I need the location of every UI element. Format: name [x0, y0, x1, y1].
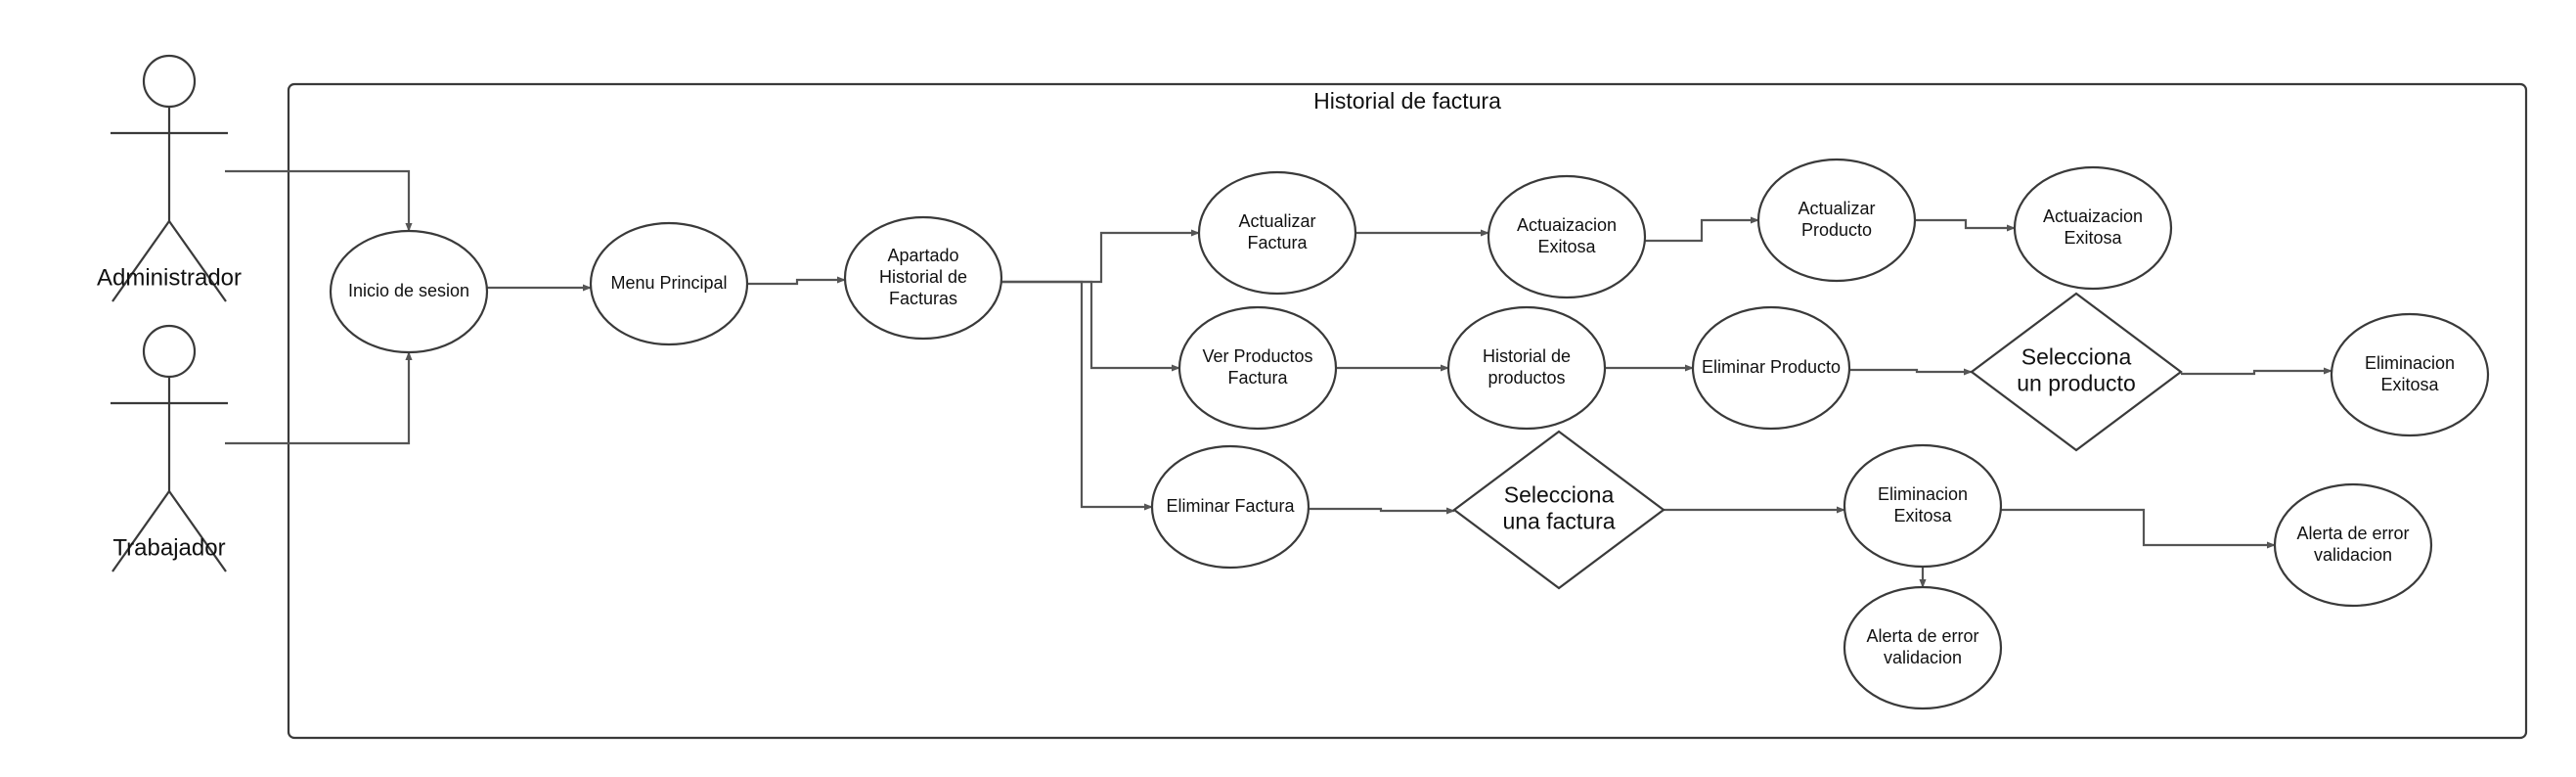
actor-right-leg — [168, 220, 227, 302]
node-label-line: Alerta de error — [2296, 524, 2409, 543]
use-case-shape — [1446, 305, 1607, 431]
node-label-line: Inicio de sesion — [348, 281, 469, 300]
node-label-line: productos — [1488, 368, 1565, 388]
node-label-line: Actualizar — [1798, 199, 1875, 218]
node-label-line: Actuaizacion — [1517, 215, 1617, 235]
edge-admin-to-inicio — [225, 169, 413, 232]
node-label-line: Exitosa — [2064, 228, 2122, 248]
edge-worker-to-inicio — [225, 351, 413, 445]
edges-layer — [225, 169, 2332, 588]
node-label-line: Alerta de error — [1866, 626, 1978, 646]
nodes-layer: Inicio de sesion Menu Principal ApartadoHi… — [329, 158, 2490, 710]
use-case-shape — [2330, 312, 2490, 437]
use-case-shape — [1177, 305, 1338, 431]
actor-label: Trabajador — [112, 534, 225, 561]
node-label-line: Eliminacion — [1878, 484, 1968, 504]
use-case-elimFactura[interactable]: Eliminar Factura — [1150, 444, 1310, 570]
node-label-line: Historial de — [879, 267, 967, 287]
edge-elimFactura-to-selFactura — [1309, 507, 1455, 515]
node-label-line: Selecciona — [2021, 344, 2132, 370]
node-label-line: un producto — [2017, 371, 2135, 396]
edge-apartado-to-verProductos — [1001, 280, 1180, 372]
node-label-line: Factura — [1247, 233, 1308, 252]
use-case-menu[interactable]: Menu Principal — [589, 221, 749, 346]
edge-elimExitosa2-to-alerta2 — [2001, 508, 2276, 549]
use-case-shape — [1691, 305, 1851, 431]
actor-worker: Trabajador — [111, 324, 228, 572]
use-case-shape — [1756, 158, 1917, 283]
use-case-alerta2[interactable]: Alerta de error validacion — [2273, 482, 2433, 608]
node-label-line: Menu Principal — [610, 273, 727, 293]
node-label-line: Eliminacion — [2365, 353, 2455, 373]
node-label-line: Eliminar Producto — [1702, 357, 1841, 377]
decision-shape — [1970, 292, 2183, 452]
use-case-shape — [1487, 174, 1647, 299]
edge-actExitosa1-to-actProducto — [1645, 216, 1759, 243]
node-label-line: Facturas — [889, 289, 957, 308]
node-label-line: validacion — [1884, 648, 1962, 667]
use-case-inicio[interactable]: Inicio de sesion — [329, 229, 489, 354]
node-label-line: Exitosa — [2380, 375, 2439, 394]
edge-elimProducto-to-selProducto — [1849, 368, 1973, 376]
edge-apartado-to-actFactura — [1001, 229, 1200, 284]
system-title: Historial de factura — [1313, 88, 1501, 114]
actor-left-leg — [111, 490, 170, 572]
actor-head — [142, 324, 197, 379]
use-case-shape — [589, 221, 749, 346]
edge-selProducto-to-elimExitosa1 — [2181, 367, 2332, 376]
node-label-line: Actualizar — [1238, 211, 1315, 231]
actor-label: Administrador — [97, 264, 242, 291]
use-case-elimProducto[interactable]: Eliminar Producto — [1691, 305, 1851, 431]
use-case-alerta1[interactable]: Alerta de error validacion — [1843, 585, 2003, 710]
use-case-shape — [1197, 170, 1357, 296]
node-label-line: Producto — [1801, 220, 1872, 240]
use-case-shape — [2013, 165, 2173, 291]
node-label-line: Exitosa — [1537, 237, 1596, 256]
system-boundary — [287, 82, 2528, 740]
use-case-shape — [1843, 443, 2003, 569]
node-label-line: Actuaizacion — [2043, 206, 2143, 226]
edge-actProducto-to-actExitosa2 — [1915, 218, 2016, 232]
use-case-shape — [2273, 482, 2433, 608]
node-label-line: Factura — [1227, 368, 1288, 388]
node-label-line: una factura — [1502, 509, 1615, 534]
edge-menu-to-apartado — [747, 276, 846, 286]
actor-head — [142, 54, 197, 109]
use-case-shape — [1843, 585, 2003, 710]
actor-left-leg — [111, 220, 170, 302]
node-label-line: Ver Productos — [1202, 346, 1312, 366]
use-case-shape — [843, 215, 1003, 341]
use-case-shape — [329, 229, 489, 354]
node-label-line: Apartado — [887, 246, 958, 265]
node-label-line: Selecciona — [1504, 482, 1615, 508]
decision-shape — [1452, 430, 1666, 590]
node-label-line: Eliminar Factura — [1166, 496, 1295, 516]
node-label-line: Historial de — [1483, 346, 1571, 366]
actor-right-leg — [168, 490, 227, 572]
node-label-line: validacion — [2314, 545, 2392, 565]
edge-apartado-to-elimFactura — [1001, 280, 1153, 511]
node-label-line: Exitosa — [1893, 506, 1952, 526]
use-case-shape — [1150, 444, 1310, 570]
actor-admin: Administrador — [97, 54, 242, 302]
